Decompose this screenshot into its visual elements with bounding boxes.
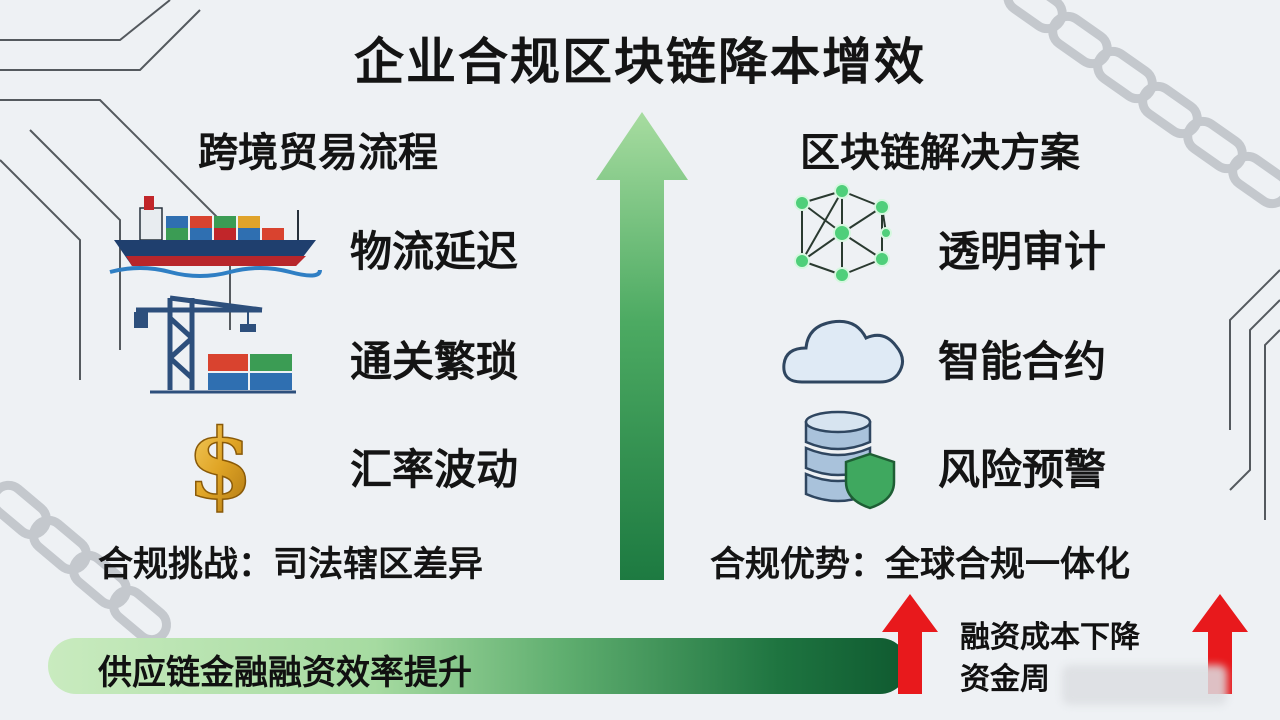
red-up-arrow-icon-2 <box>1192 594 1248 694</box>
left-item-label-3: 汇率波动 <box>350 445 519 494</box>
growth-arrow-icon <box>596 112 688 580</box>
left-item-label-1: 物流延迟 <box>350 227 519 276</box>
right-summary: 合规优势：全球合规一体化 <box>710 545 1131 585</box>
red-up-arrow-icon <box>882 594 938 694</box>
bottom-progress-bar <box>48 638 908 694</box>
right-item-label-2: 智能合约 <box>938 337 1107 386</box>
note-line-1: 融资成本下降 <box>960 620 1140 655</box>
network-nodes-icon <box>794 183 892 283</box>
cargo-ship-icon <box>109 196 322 278</box>
bottom-bar-label: 供应链金融融资效率提升 <box>98 653 472 693</box>
left-heading: 跨境贸易流程 <box>198 130 438 176</box>
dollar-sign-icon: $ <box>186 407 254 522</box>
svg-text:$: $ <box>187 408 254 521</box>
page-title: 企业合规区块链降本增效 <box>354 33 926 91</box>
left-item-label-2: 通关繁琐 <box>350 337 519 386</box>
cloud-icon <box>782 319 904 384</box>
right-heading: 区块链解决方案 <box>800 130 1080 176</box>
left-summary: 合规挑战：司法辖区差异 <box>98 545 484 585</box>
right-item-label-3: 风险预警 <box>938 445 1107 494</box>
right-item-label-1: 透明审计 <box>938 227 1107 276</box>
database-shield-icon <box>804 410 896 510</box>
port-crane-icon <box>134 295 296 394</box>
note-line-2: 资金周 <box>960 662 1050 697</box>
watermark-blur <box>1062 665 1227 705</box>
